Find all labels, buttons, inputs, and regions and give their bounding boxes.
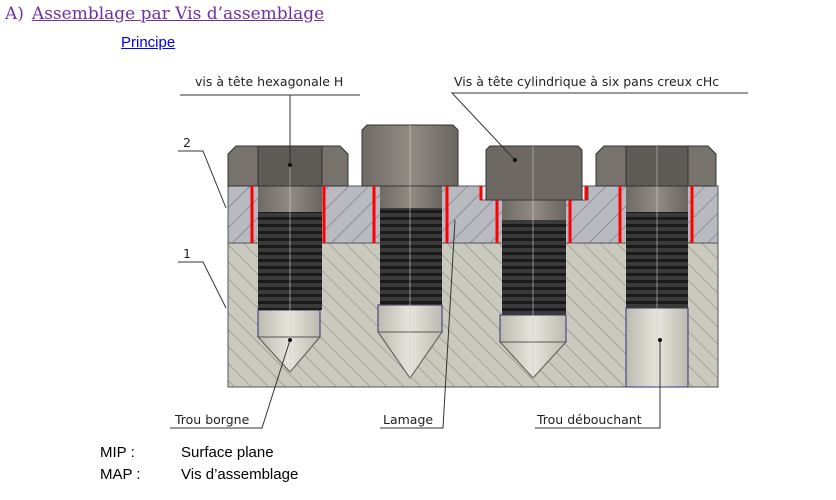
mip-value: Surface plane — [181, 444, 274, 461]
clearance-gaps — [250, 186, 694, 243]
label-part-2: 2 — [183, 135, 191, 150]
leader-lines — [170, 92, 748, 429]
map-key: MAP : — [100, 466, 141, 483]
mip-row: MIP : Surface plane — [100, 444, 274, 461]
chc-bolt-counterbore — [479, 145, 589, 379]
label-counterbore: Lamage — [383, 412, 433, 427]
mip-key: MIP : — [100, 444, 135, 461]
label-blind-hole: Trou borgne — [174, 412, 250, 427]
label-part-1: 1 — [183, 246, 191, 261]
map-row: MAP : Vis d’assemblage — [100, 466, 298, 483]
hex-bolt-through — [595, 145, 717, 388]
heading-prefix: A) — [5, 4, 24, 24]
section-heading: A) Assemblage par Vis d’assemblage — [5, 4, 324, 24]
label-hex-bolt: vis à tête hexagonale H — [195, 74, 343, 89]
label-chc-bolt: Vis à tête cylindrique à six pans creux … — [454, 74, 719, 89]
principe-link[interactable]: Principe — [121, 34, 176, 51]
heading-link[interactable]: Assemblage par Vis d’assemblage — [31, 4, 325, 24]
map-value: Vis d’assemblage — [181, 466, 299, 483]
chc-bolt-blind — [361, 124, 459, 379]
label-through-hole: Trou débouchant — [536, 412, 642, 427]
